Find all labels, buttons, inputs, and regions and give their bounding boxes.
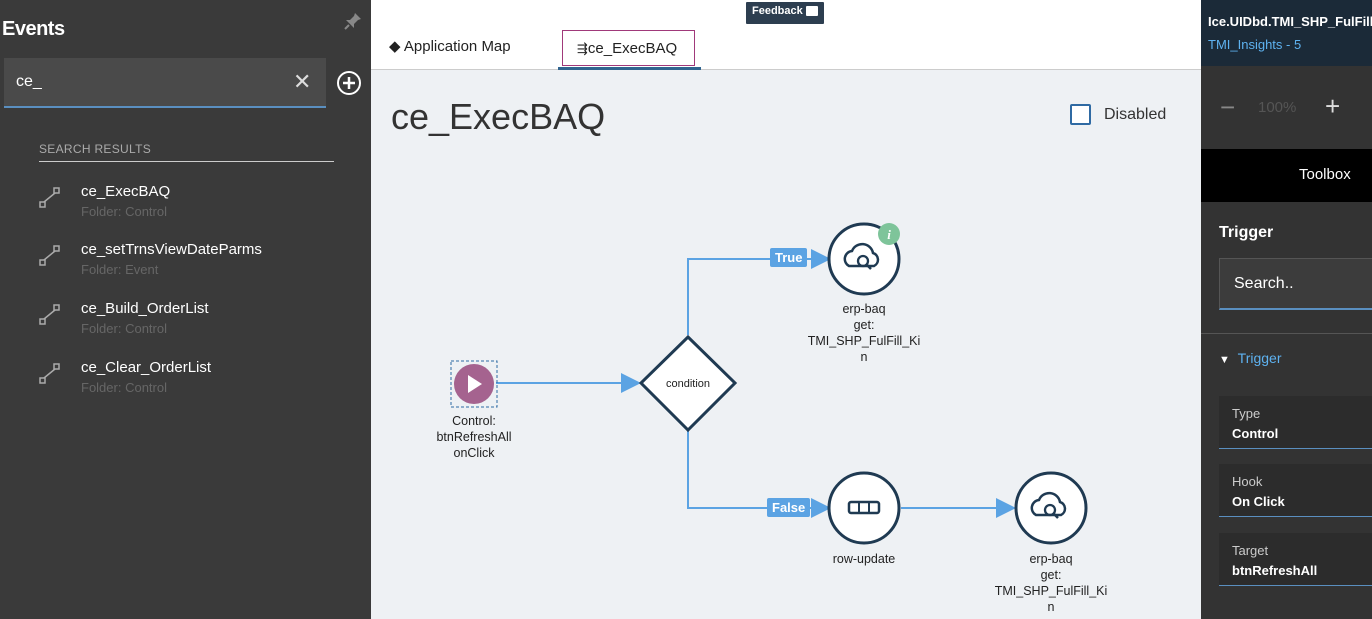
trigger-section-toggle[interactable]: ▼ Trigger: [1219, 350, 1282, 366]
cloud-search-icon: [843, 242, 880, 270]
zoom-level: 100%: [1258, 99, 1297, 116]
flow-diagram: i: [450, 222, 1088, 545]
play-icon: [468, 375, 482, 393]
result-name: ce_Build_OrderList: [81, 300, 209, 317]
map-icon: ◆: [389, 38, 404, 55]
toolbox-label: Toolbox: [1299, 166, 1351, 183]
cloud-search-icon: [1030, 491, 1067, 519]
search-result-item[interactable]: ce_setTrnsViewDateParms Folder: Event: [39, 241, 329, 285]
feedback-label: Feedback: [752, 5, 803, 17]
field-label: Target: [1232, 543, 1269, 558]
svg-text:i: i: [887, 227, 891, 242]
search-result-item[interactable]: ce_ExecBAQ Folder: Control: [39, 183, 329, 227]
tab-bar: Feedback ◆ Application Map ⇶ce_ExecBAQ: [371, 0, 1201, 70]
erp-baq-node[interactable]: [1014, 471, 1088, 545]
search-value: ce_: [16, 73, 42, 90]
field-label: Type: [1232, 406, 1261, 421]
erp-baq-label: erp-baq get: TMI_SHP_FulFill_Ki n: [994, 552, 1108, 614]
feedback-button[interactable]: Feedback: [746, 2, 824, 24]
clear-icon[interactable]: ✕: [293, 69, 312, 94]
tab-label: Application Map: [403, 38, 511, 55]
divider: [1201, 333, 1372, 334]
add-event-icon[interactable]: [336, 70, 362, 96]
condition-node[interactable]: [638, 334, 738, 433]
trigger-heading: Trigger: [1219, 224, 1274, 241]
result-folder: Folder: Control: [81, 204, 167, 219]
disabled-checkbox[interactable]: [1070, 104, 1091, 125]
tab-label: ce_ExecBAQ: [587, 40, 678, 57]
field-label: Hook: [1232, 474, 1263, 489]
row-update-node[interactable]: [827, 471, 901, 545]
tab-event[interactable]: ⇶ce_ExecBAQ: [562, 30, 695, 66]
trigger-search-input[interactable]: Search..: [1219, 258, 1372, 310]
layer-link[interactable]: TMI_Insights - 5: [1208, 37, 1302, 52]
pin-icon[interactable]: [344, 12, 362, 30]
tab-application-map[interactable]: ◆ Application Map: [389, 37, 511, 55]
view-title: Ice.UIDbd.TMI_SHP_FulFill: [1208, 14, 1372, 29]
result-folder: Folder: Event: [81, 262, 159, 277]
zoom-control: − 100% +: [1218, 91, 1358, 124]
result-name: ce_ExecBAQ: [81, 183, 171, 200]
properties-header: Ice.UIDbd.TMI_SHP_FulFill TMI_Insights -…: [1201, 0, 1372, 66]
search-results-heading: SEARCH RESULTS: [39, 142, 334, 162]
event-flow-icon: [39, 245, 60, 266]
selection-box: [450, 360, 498, 408]
result-name: ce_Clear_OrderList: [81, 359, 212, 376]
type-field[interactable]: Type Control: [1219, 396, 1372, 449]
event-flow-icon: [39, 363, 60, 384]
condition-label: condition: [665, 378, 711, 390]
row-update-label: row-update: [832, 552, 896, 566]
canvas-area: Feedback ◆ Application Map ⇶ce_ExecBAQ c…: [371, 0, 1201, 619]
hook-field[interactable]: Hook On Click: [1219, 464, 1372, 517]
search-result-item[interactable]: ce_Build_OrderList Folder: Control: [39, 300, 329, 344]
field-value: btnRefreshAll: [1232, 563, 1318, 578]
chat-bubble-icon: [805, 6, 818, 17]
info-icon[interactable]: [878, 223, 900, 245]
erp-baq-label: erp-baq get: TMI_SHP_FulFill_Ki n: [807, 302, 921, 364]
panel-title: Events: [2, 18, 65, 40]
search-placeholder: Search..: [1234, 275, 1294, 292]
trigger-label: Control: btnRefreshAll onClick: [436, 414, 512, 460]
event-title: ce_ExecBAQ: [391, 96, 606, 137]
flow-icon: ⇶: [577, 41, 588, 56]
chevron-down-icon: ▼: [1219, 354, 1230, 366]
true-badge: True: [770, 248, 808, 267]
search-result-item[interactable]: ce_Clear_OrderList Folder: Control: [39, 359, 329, 403]
result-folder: Folder: Control: [81, 380, 167, 395]
toolbox-tab[interactable]: Toolbox: [1201, 149, 1372, 202]
zoom-out-button[interactable]: −: [1220, 92, 1236, 122]
table-row-icon: [847, 500, 881, 515]
events-panel: Events ce_ ✕ SEARCH RESULTS ce_ExecBAQ F…: [0, 0, 371, 619]
disabled-label: Disabled: [1104, 106, 1167, 123]
zoom-in-button[interactable]: +: [1325, 91, 1341, 121]
field-value: On Click: [1232, 494, 1285, 509]
event-search-input[interactable]: ce_ ✕: [4, 58, 326, 108]
connector-line: [687, 431, 831, 518]
result-name: ce_setTrnsViewDateParms: [81, 241, 262, 258]
event-flow-icon: [39, 187, 60, 208]
event-flow-icon: [39, 304, 60, 325]
field-value: Control: [1232, 426, 1279, 441]
false-badge: False: [767, 498, 811, 517]
target-field[interactable]: Target btnRefreshAll: [1219, 533, 1372, 586]
active-tab-indicator: [558, 67, 701, 70]
result-folder: Folder: Control: [81, 321, 167, 336]
properties-panel: Ice.UIDbd.TMI_SHP_FulFill TMI_Insights -…: [1201, 0, 1372, 619]
